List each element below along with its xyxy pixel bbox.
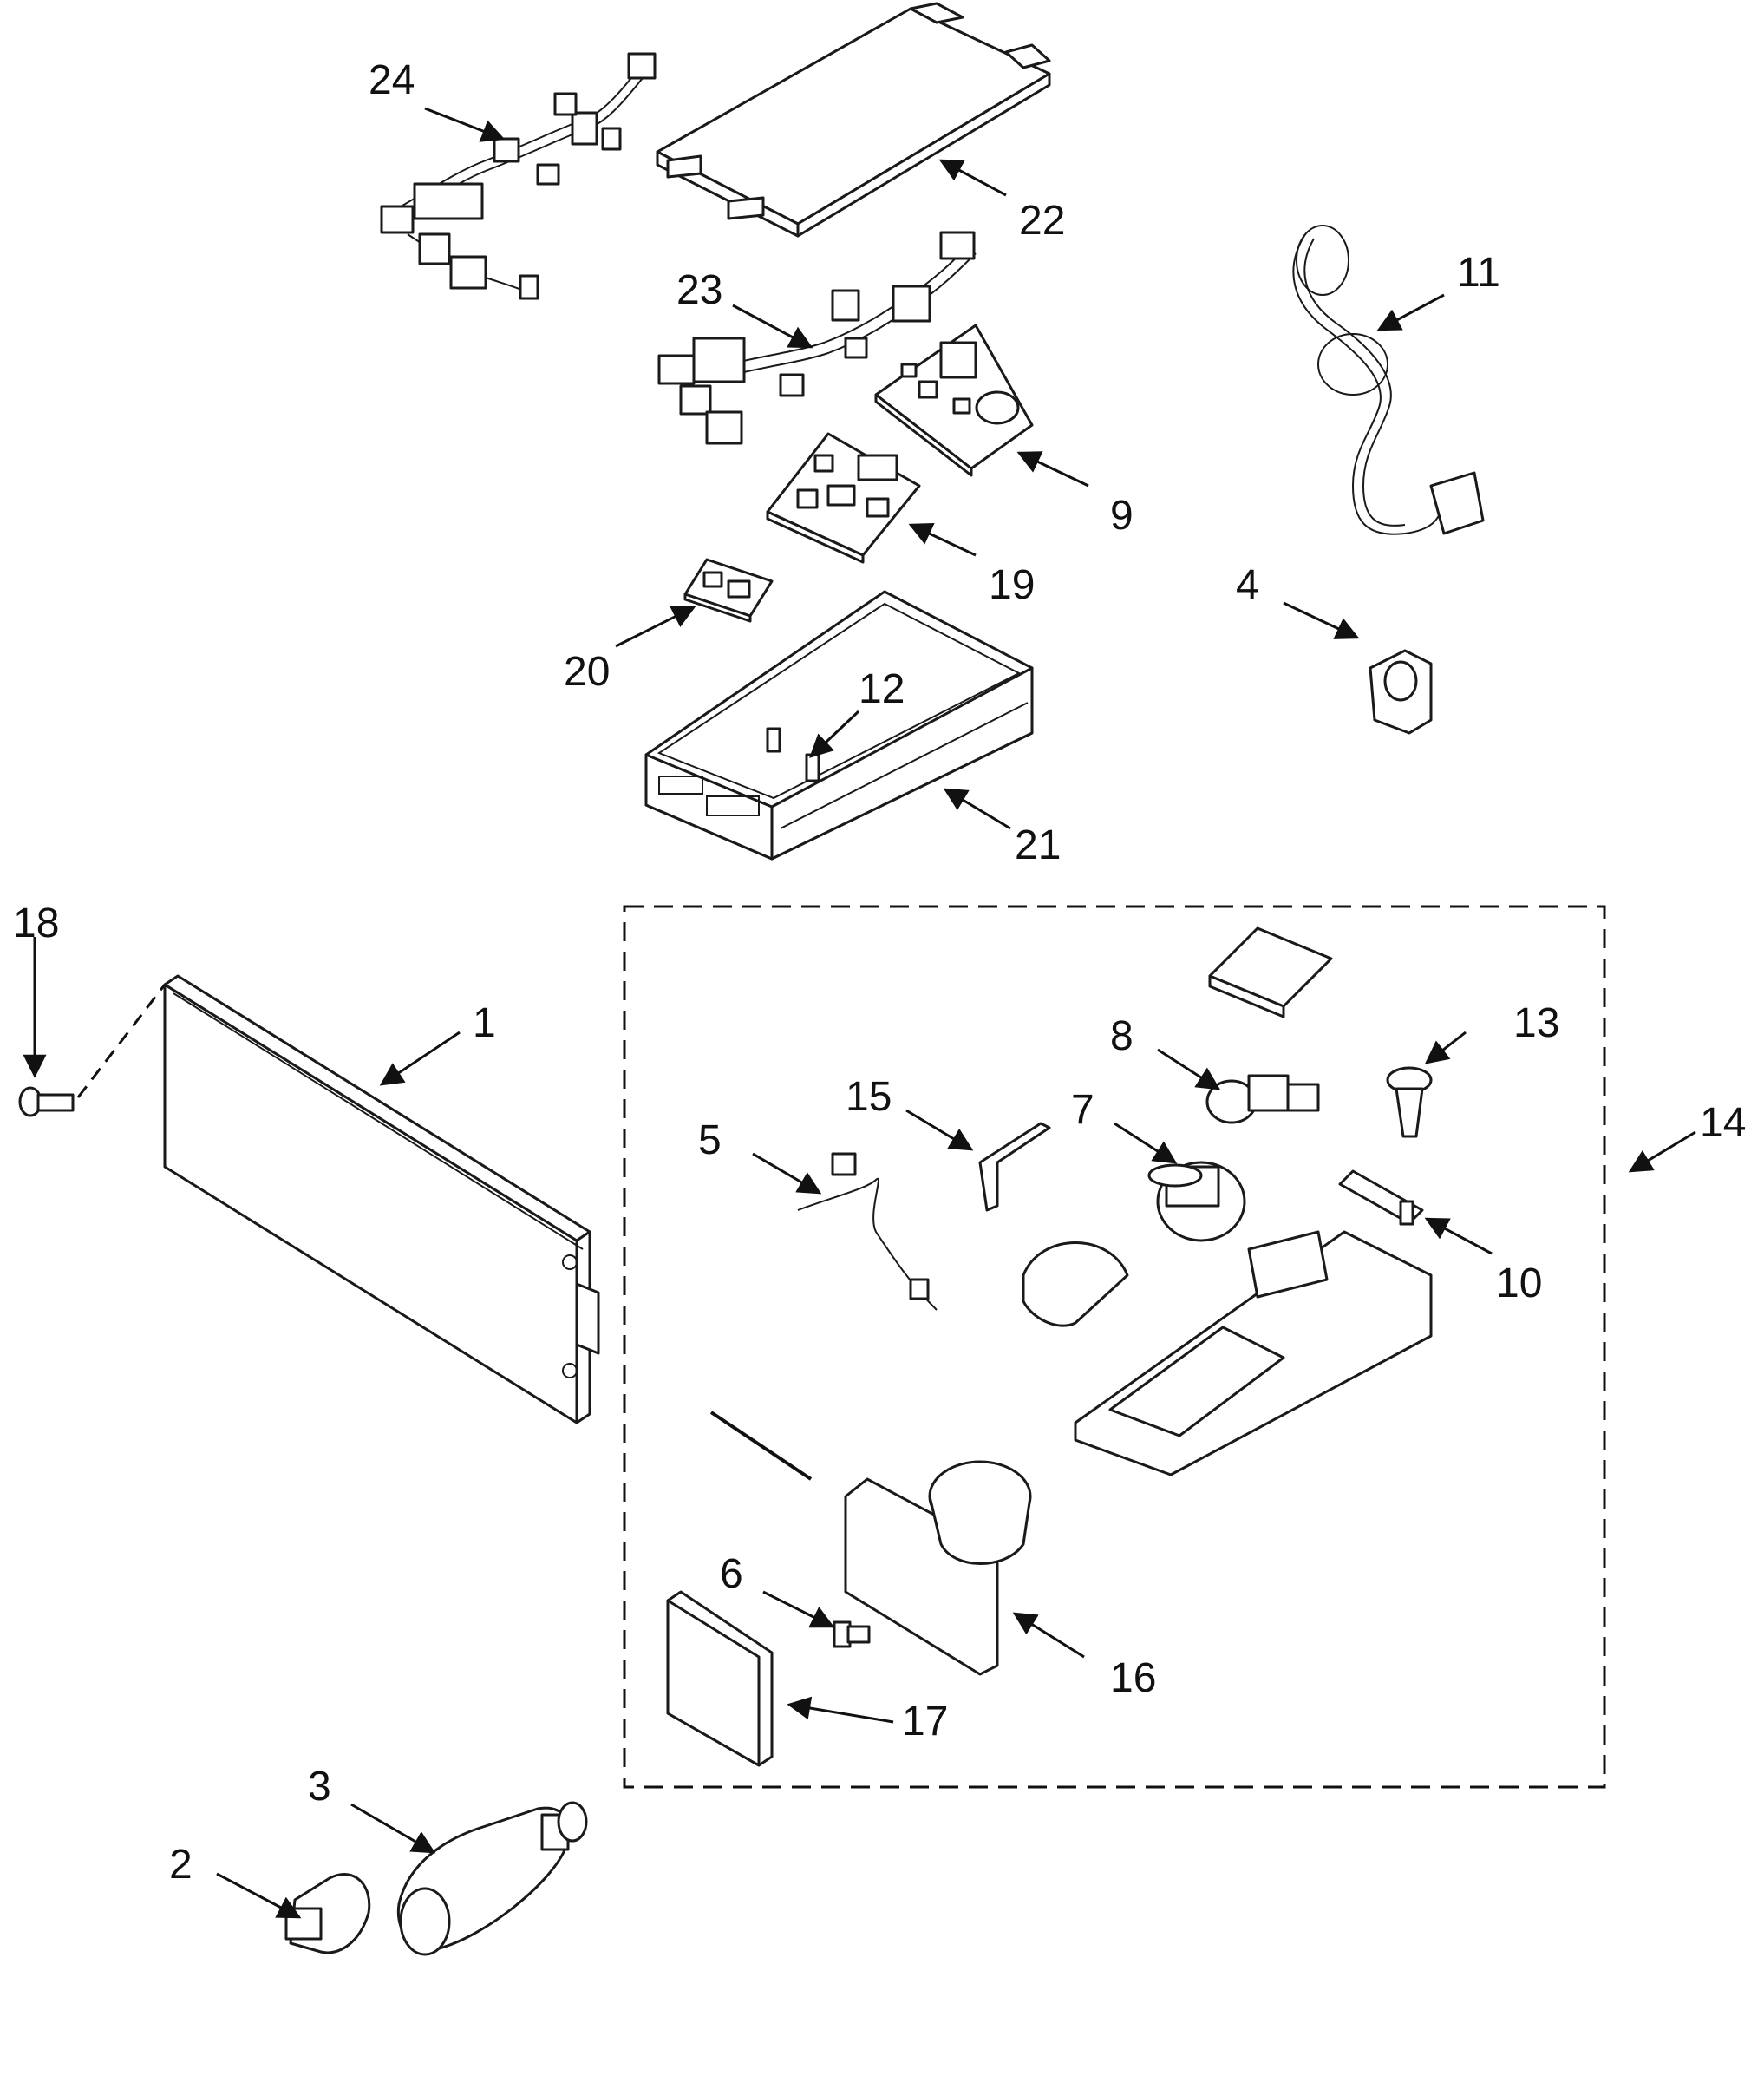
callout-20: 20 (564, 649, 610, 695)
part-18-screw (18, 984, 167, 1117)
part-17-cover-door (666, 1590, 774, 1767)
callout-7: 7 (1071, 1087, 1094, 1133)
callout-3: 3 (308, 1764, 331, 1810)
leader-arrows (23, 107, 1696, 1919)
part-14-dispenser-assembly-box (623, 905, 1606, 1789)
callout-13: 13 (1513, 1000, 1559, 1046)
part-7-auger-motor (1147, 1161, 1246, 1242)
part-9-control-board (874, 324, 1034, 477)
part-8-water-valve (1205, 1074, 1320, 1124)
callout-9: 9 (1110, 493, 1134, 539)
callout-22: 22 (1019, 198, 1065, 244)
callout-1: 1 (473, 1000, 496, 1046)
part-6-clip (833, 1620, 871, 1648)
callout-10: 10 (1496, 1260, 1542, 1306)
callout-18: 18 (13, 900, 59, 946)
part-20-small-board (683, 558, 774, 623)
part-21-control-housing (644, 590, 1034, 861)
part-23-wire-harness (657, 231, 977, 445)
callout-11: 11 (1457, 250, 1500, 296)
part-19-main-board (766, 432, 921, 564)
part-12-pin (766, 727, 820, 782)
part-10-switch (1338, 1169, 1424, 1226)
part-15-tube (978, 1122, 1051, 1212)
callout-23: 23 (676, 267, 722, 313)
part-4-clip (1369, 649, 1433, 735)
part-7-chute-sleeve (1022, 1241, 1129, 1327)
callout-12: 12 (859, 666, 905, 712)
part-22-cover-panel (656, 2, 1051, 238)
part-24-wire-harness (380, 52, 657, 300)
part-2-filter-cap (284, 1873, 371, 1954)
callout-21: 21 (1015, 822, 1061, 868)
callout-14: 14 (1700, 1100, 1746, 1146)
callout-15: 15 (846, 1074, 892, 1120)
callout-8: 8 (1110, 1013, 1134, 1059)
part-16-ice-chute (844, 1460, 1032, 1676)
part-13-screw (1386, 1066, 1433, 1138)
part-14-dispenser-housing (1074, 1230, 1433, 1476)
callout-24: 24 (369, 57, 415, 103)
callout-4: 4 (1236, 562, 1259, 608)
callout-6: 6 (720, 1551, 743, 1597)
callout-2: 2 (169, 1842, 193, 1888)
callout-19: 19 (989, 562, 1035, 608)
part-14-rod (709, 1411, 813, 1481)
part-1-front-panel (163, 974, 600, 1424)
callout-17: 17 (902, 1699, 948, 1745)
callout-5: 5 (698, 1117, 722, 1163)
part-8-cover-plate (1208, 926, 1333, 1018)
callout-16: 16 (1110, 1655, 1156, 1701)
part-3-water-filter (396, 1801, 588, 1956)
callout-labels: 24 22 11 23 9 19 4 20 12 21 18 1 8 13 15… (13, 57, 1746, 1888)
part-5-wire-assembly (797, 1152, 938, 1311)
part-11-power-cord (1292, 225, 1485, 535)
